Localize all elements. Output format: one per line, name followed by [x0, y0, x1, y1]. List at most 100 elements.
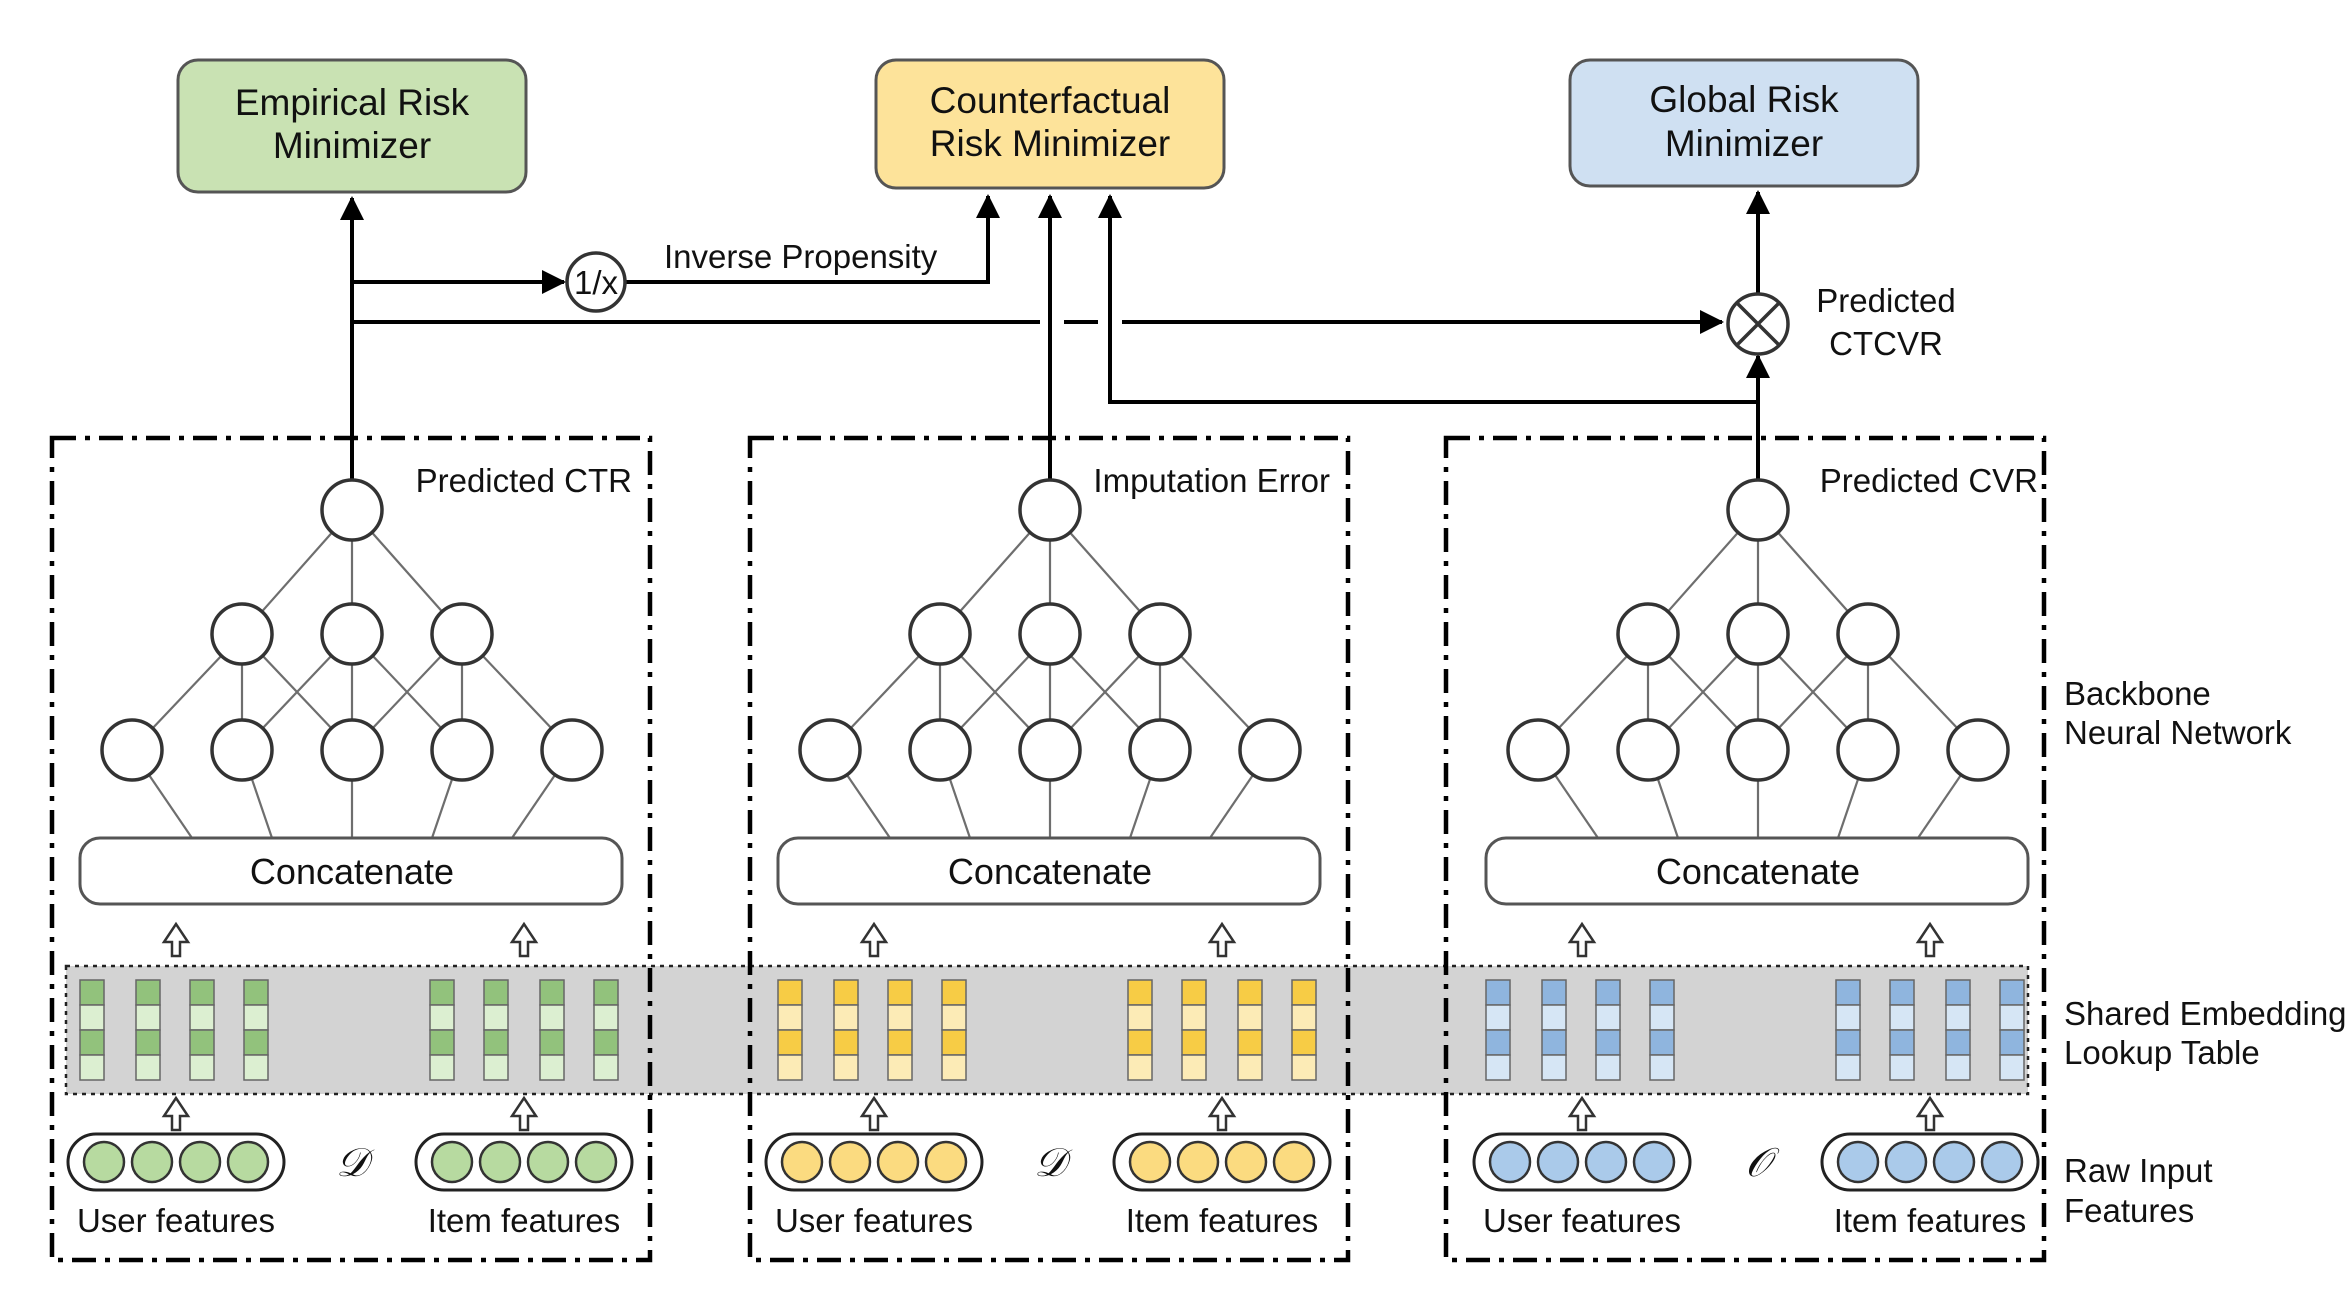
feature-node — [1272, 1140, 1316, 1184]
hidden-node — [1836, 718, 1900, 782]
raw-input-label-line1: Raw Input — [2064, 1152, 2213, 1189]
feature-node — [130, 1140, 174, 1184]
network-nodes — [100, 478, 604, 782]
hidden-node — [1018, 718, 1082, 782]
user-features-group: User features — [1472, 1132, 1692, 1239]
embedding-vector — [79, 979, 105, 1081]
embedding-vector — [1945, 979, 1971, 1081]
tower-output-label: Predicted CTR — [416, 462, 632, 499]
backbone-label-line2: Neural Network — [2064, 714, 2292, 751]
feature-node — [574, 1140, 618, 1184]
feature-node — [82, 1140, 126, 1184]
user-features-pill — [764, 1132, 984, 1192]
up-arrow-icon — [1567, 1095, 1597, 1132]
shared-embedding-band — [64, 964, 2030, 1096]
feature-node — [1836, 1140, 1880, 1184]
counterfactual-risk-line2: Risk Minimizer — [930, 123, 1171, 164]
embedding-vector — [1649, 979, 1675, 1081]
up-arrow-icon — [1207, 921, 1237, 958]
feature-node — [1932, 1140, 1976, 1184]
embedding-vector — [833, 979, 859, 1081]
connector-arrows — [340, 190, 1770, 480]
concatenate-box — [776, 836, 1322, 906]
hidden-node — [1726, 718, 1790, 782]
embedding-vector — [243, 979, 269, 1081]
feature-node — [178, 1140, 222, 1184]
counterfactual-risk-minimizer-box: Counterfactual Risk Minimizer — [874, 58, 1226, 190]
hidden-node — [1238, 718, 1302, 782]
empirical-risk-minimizer-box: Empirical Risk Minimizer — [176, 58, 528, 194]
feature-node — [1884, 1140, 1928, 1184]
up-arrow-icon — [509, 1095, 539, 1132]
output-node — [320, 478, 384, 542]
predicted-ctcvr-line2: CTCVR — [1829, 325, 1943, 362]
hidden-node — [210, 718, 274, 782]
up-arrow-icon — [1915, 1095, 1945, 1132]
space-symbol: 𝒟 — [1034, 1141, 1073, 1185]
counterfactual-risk-line1: Counterfactual — [930, 80, 1171, 121]
concatenate-label: Concatenate — [1656, 851, 1860, 892]
tower-output-label: Predicted CVR — [1820, 462, 2038, 499]
item-features-pill — [1112, 1132, 1332, 1192]
up-arrow-icon — [859, 921, 889, 958]
global-risk-minimizer-box: Global Risk Minimizer — [1568, 58, 1920, 188]
feature-node — [924, 1140, 968, 1184]
embedding-vector — [1999, 979, 2025, 1081]
space-symbol: 𝒟 — [336, 1141, 375, 1185]
feature-node — [828, 1140, 872, 1184]
item-features-label: Item features — [1126, 1202, 1319, 1239]
hidden-node — [1128, 602, 1192, 666]
embedding-vector — [135, 979, 161, 1081]
hidden-node — [100, 718, 164, 782]
feature-node — [1632, 1140, 1676, 1184]
hidden-node — [320, 718, 384, 782]
inverse-operator-node: 1/x — [565, 251, 627, 313]
multiply-icon — [1726, 292, 1790, 356]
item-features-label: Item features — [1834, 1202, 2027, 1239]
network-edges — [1537, 509, 1979, 839]
item-features-group: Item features — [1112, 1132, 1332, 1239]
network-nodes — [1506, 478, 2010, 782]
item-features-pill — [1820, 1132, 2040, 1192]
user-features-label: User features — [77, 1202, 275, 1239]
item-features-group: Item features — [414, 1132, 634, 1239]
concatenate-label: Concatenate — [250, 851, 454, 892]
up-arrow-icon — [161, 1095, 191, 1132]
user-features-label: User features — [775, 1202, 973, 1239]
embedding-vector — [189, 979, 215, 1081]
output-node — [1726, 478, 1790, 542]
feature-node — [478, 1140, 522, 1184]
tower-box-cvr — [1443, 435, 2047, 1263]
feature-node — [1176, 1140, 1220, 1184]
up-arrow-icon — [1207, 1095, 1237, 1132]
embedding-vector — [941, 979, 967, 1081]
hidden-node — [430, 718, 494, 782]
feature-node — [226, 1140, 270, 1184]
up-arrow-icon — [1915, 921, 1945, 958]
hidden-node — [1836, 602, 1900, 666]
concatenate-box — [78, 836, 624, 906]
network-edges — [131, 509, 573, 839]
feature-node — [876, 1140, 920, 1184]
embedding-vector — [1485, 979, 1511, 1081]
hidden-node — [320, 602, 384, 666]
raw-input-label-line2: Features — [2064, 1192, 2194, 1229]
hidden-node — [540, 718, 604, 782]
up-arrow-icon — [859, 1095, 889, 1132]
feature-node — [1980, 1140, 2024, 1184]
embedding-vector — [483, 979, 509, 1081]
embedding-vector — [1835, 979, 1861, 1081]
hidden-node — [1616, 602, 1680, 666]
feature-node — [1128, 1140, 1172, 1184]
embedding-vector — [1291, 979, 1317, 1081]
network-edges — [829, 509, 1271, 839]
user-features-label: User features — [1483, 1202, 1681, 1239]
item-features-label: Item features — [428, 1202, 621, 1239]
up-arrow-icon — [161, 921, 191, 958]
hidden-node — [1726, 602, 1790, 666]
inverse-propensity-label: Inverse Propensity — [664, 238, 938, 275]
